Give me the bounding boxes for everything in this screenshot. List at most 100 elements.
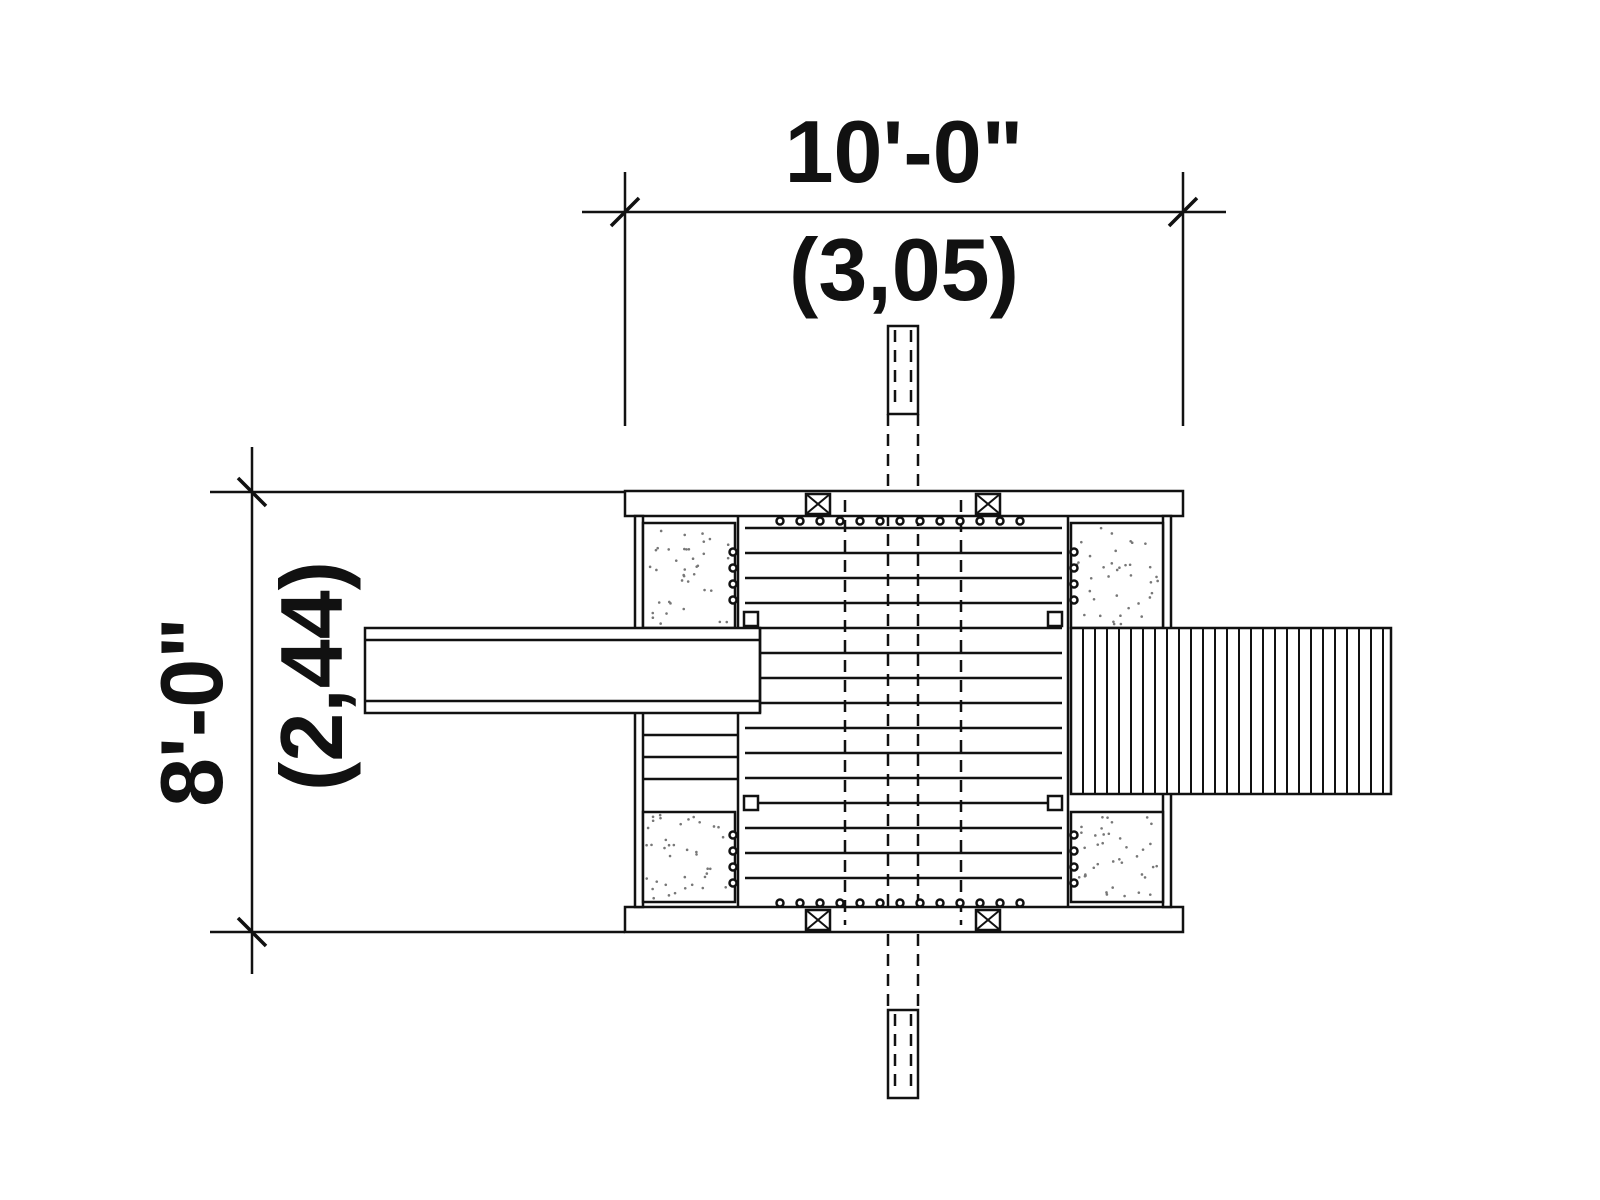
stipple-dot bbox=[1118, 857, 1121, 861]
bolt bbox=[728, 579, 738, 589]
stipple-dot bbox=[706, 867, 709, 870]
stipple-dot bbox=[650, 843, 653, 847]
stipple-dot bbox=[683, 568, 687, 571]
stipple-dot bbox=[664, 838, 668, 842]
depth-dimension: 8'-0" (2,44) bbox=[142, 447, 625, 974]
width-tick-right bbox=[1167, 196, 1199, 228]
stipple-dot bbox=[1101, 816, 1104, 819]
depth-metric-label: (2,44) bbox=[262, 561, 361, 791]
stipple-dot bbox=[1151, 865, 1155, 869]
stipple-dot bbox=[651, 616, 655, 619]
bolt bbox=[875, 516, 885, 526]
stipple-dot bbox=[1112, 622, 1116, 626]
stipple-dot bbox=[658, 813, 662, 817]
stipple-dot bbox=[687, 818, 690, 821]
bolt bbox=[835, 898, 845, 908]
stipple-dot bbox=[1141, 848, 1145, 851]
bolt bbox=[1015, 898, 1025, 908]
stipple-dot bbox=[1127, 606, 1130, 610]
stipple-dot bbox=[683, 875, 687, 879]
stipple-dot bbox=[674, 559, 678, 562]
swing-beam bbox=[886, 324, 920, 1100]
stipple-dot bbox=[701, 532, 704, 535]
bottom-rail bbox=[623, 905, 1185, 934]
bolt bbox=[895, 898, 905, 908]
stipple-dot bbox=[1077, 875, 1081, 879]
ramp-outline bbox=[1069, 626, 1393, 796]
stipple-dot bbox=[1140, 873, 1144, 876]
bolt bbox=[975, 898, 985, 908]
stipple-dot bbox=[646, 826, 650, 830]
stipple-dot bbox=[717, 825, 720, 829]
corner-post-top-right bbox=[1069, 521, 1165, 630]
width-metric-label: (3,05) bbox=[789, 220, 1019, 319]
stipple-dot bbox=[708, 867, 712, 871]
bolt bbox=[955, 898, 965, 908]
stipple-dot bbox=[655, 568, 658, 572]
width-imperial-label: 10'-0" bbox=[785, 102, 1024, 201]
stipple-dot bbox=[1155, 864, 1159, 868]
stipple-dot bbox=[702, 540, 706, 543]
bolt bbox=[775, 516, 785, 526]
stipple-dot bbox=[655, 880, 659, 883]
stipple-dot bbox=[1148, 596, 1152, 599]
stipple-dot bbox=[1106, 816, 1109, 819]
depth-tick-bottom bbox=[236, 916, 268, 948]
stipple-dot bbox=[1149, 842, 1152, 846]
bolt bbox=[875, 898, 885, 908]
stipple-dot bbox=[1118, 837, 1122, 840]
stipple-dot bbox=[667, 548, 671, 551]
bolt bbox=[915, 898, 925, 908]
stipple-dot bbox=[718, 620, 722, 624]
stipple-dot bbox=[695, 850, 698, 854]
stipple-dot bbox=[667, 843, 671, 847]
slide bbox=[363, 626, 762, 715]
stipple-dot bbox=[703, 588, 706, 592]
stipple-dot bbox=[1101, 841, 1104, 845]
bolt bbox=[815, 516, 825, 526]
stipple-dot bbox=[1080, 825, 1083, 829]
swing-post-top bbox=[886, 324, 920, 416]
stipple-dot bbox=[1148, 565, 1152, 569]
stipple-dot bbox=[645, 843, 648, 847]
stipple-dot bbox=[663, 846, 666, 850]
stipple-dot bbox=[724, 885, 728, 889]
stipple-dot bbox=[659, 622, 662, 625]
bolt bbox=[975, 516, 985, 526]
stipple-dot bbox=[1130, 541, 1134, 544]
stipple-dot bbox=[651, 815, 655, 819]
bolt bbox=[1069, 547, 1079, 557]
stipple-dot bbox=[1118, 566, 1121, 570]
bolt bbox=[855, 516, 865, 526]
stipple-dot bbox=[679, 822, 682, 826]
stipple-dot bbox=[701, 886, 705, 890]
bolt bbox=[935, 516, 945, 526]
stipple-dot bbox=[656, 546, 659, 550]
width-tick-left bbox=[609, 196, 641, 228]
slide-chute bbox=[363, 626, 762, 715]
bolt bbox=[795, 898, 805, 908]
stipple-dot bbox=[1143, 876, 1147, 879]
stipple-dot bbox=[651, 611, 655, 615]
bolt bbox=[728, 862, 738, 872]
stipple-dot bbox=[1124, 563, 1127, 567]
stipple-dot bbox=[645, 877, 649, 880]
stipple-dot bbox=[1119, 622, 1123, 626]
stipple-dot bbox=[668, 854, 672, 858]
stipple-dot bbox=[1137, 602, 1140, 605]
stipple-dot bbox=[1107, 575, 1110, 578]
stipple-dot bbox=[1129, 574, 1133, 577]
top-rail bbox=[623, 489, 1185, 518]
stipple-dot bbox=[1135, 855, 1139, 858]
stipple-dot bbox=[1092, 597, 1096, 601]
stipple-dot bbox=[712, 825, 716, 828]
stipple-dot bbox=[680, 579, 684, 582]
stipple-dot bbox=[1096, 843, 1100, 846]
bolt bbox=[855, 898, 865, 908]
stipple-dot bbox=[667, 894, 671, 897]
stipple-dot bbox=[1077, 561, 1080, 564]
stipple-dot bbox=[682, 607, 686, 611]
depth-tick-top bbox=[236, 476, 268, 508]
bolt bbox=[728, 878, 738, 888]
stipple-dot bbox=[1128, 563, 1132, 567]
